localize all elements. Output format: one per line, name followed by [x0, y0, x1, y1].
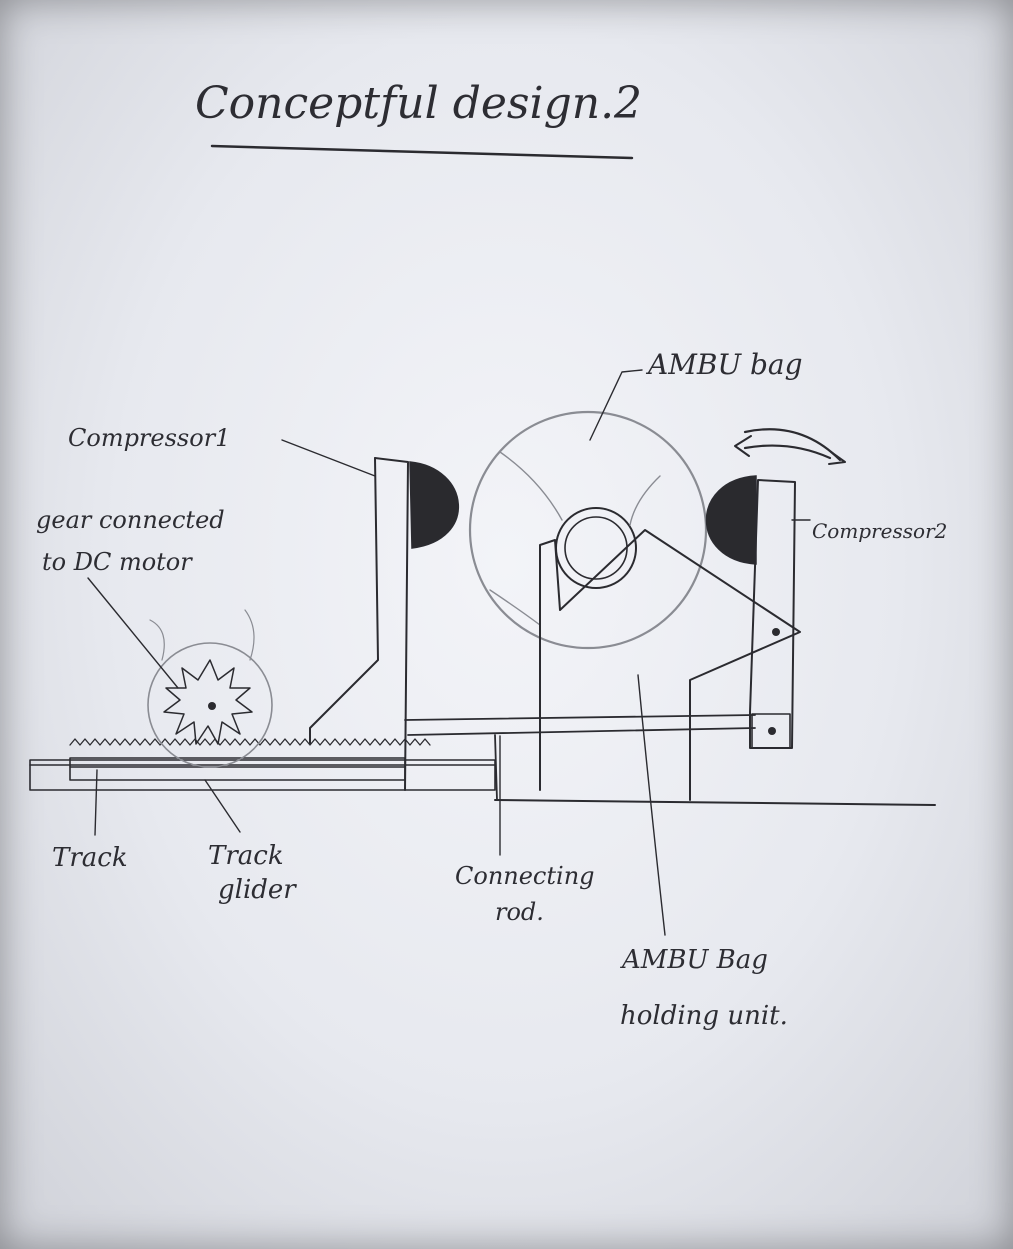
rack-teeth: [70, 739, 430, 745]
gear-assembly: [148, 610, 272, 767]
ambu-bag: [470, 412, 706, 648]
label-compressor2: Compressor2: [812, 519, 947, 543]
label-ambu-bag: AMBU bag: [645, 348, 803, 381]
title-underline: [212, 146, 632, 158]
leader-holding: [638, 675, 665, 935]
label-rod-line2: rod.: [495, 898, 544, 926]
ground-line: [495, 800, 935, 805]
label-compressor1: Compressor1: [68, 424, 230, 452]
label-gear-line1: gear connected: [36, 506, 225, 534]
label-glider-line2: glider: [218, 875, 297, 905]
label-holding-line1: AMBU Bag: [620, 945, 768, 975]
gear-icon: [164, 660, 252, 744]
leader-compressor1: [282, 440, 375, 476]
ambu-bag-holding-unit: [540, 530, 800, 800]
label-track: Track: [52, 843, 128, 873]
label-glider-line1: Track: [208, 841, 284, 871]
leader-ambu-bag: [590, 370, 642, 440]
compressor1-pad: [410, 462, 458, 548]
label-rod-line1: Connecting: [455, 862, 595, 890]
label-gear-line2: to DC motor: [42, 548, 193, 576]
title: Conceptful design.2: [195, 78, 642, 129]
leader-glider: [205, 780, 240, 832]
compressor2-pad: [707, 476, 757, 564]
motion-arrow-icon: [735, 429, 845, 464]
leader-gear: [88, 578, 178, 688]
label-holding-line2: holding unit.: [620, 1001, 788, 1031]
compressor1-frame: [310, 458, 755, 800]
track: [30, 760, 495, 790]
